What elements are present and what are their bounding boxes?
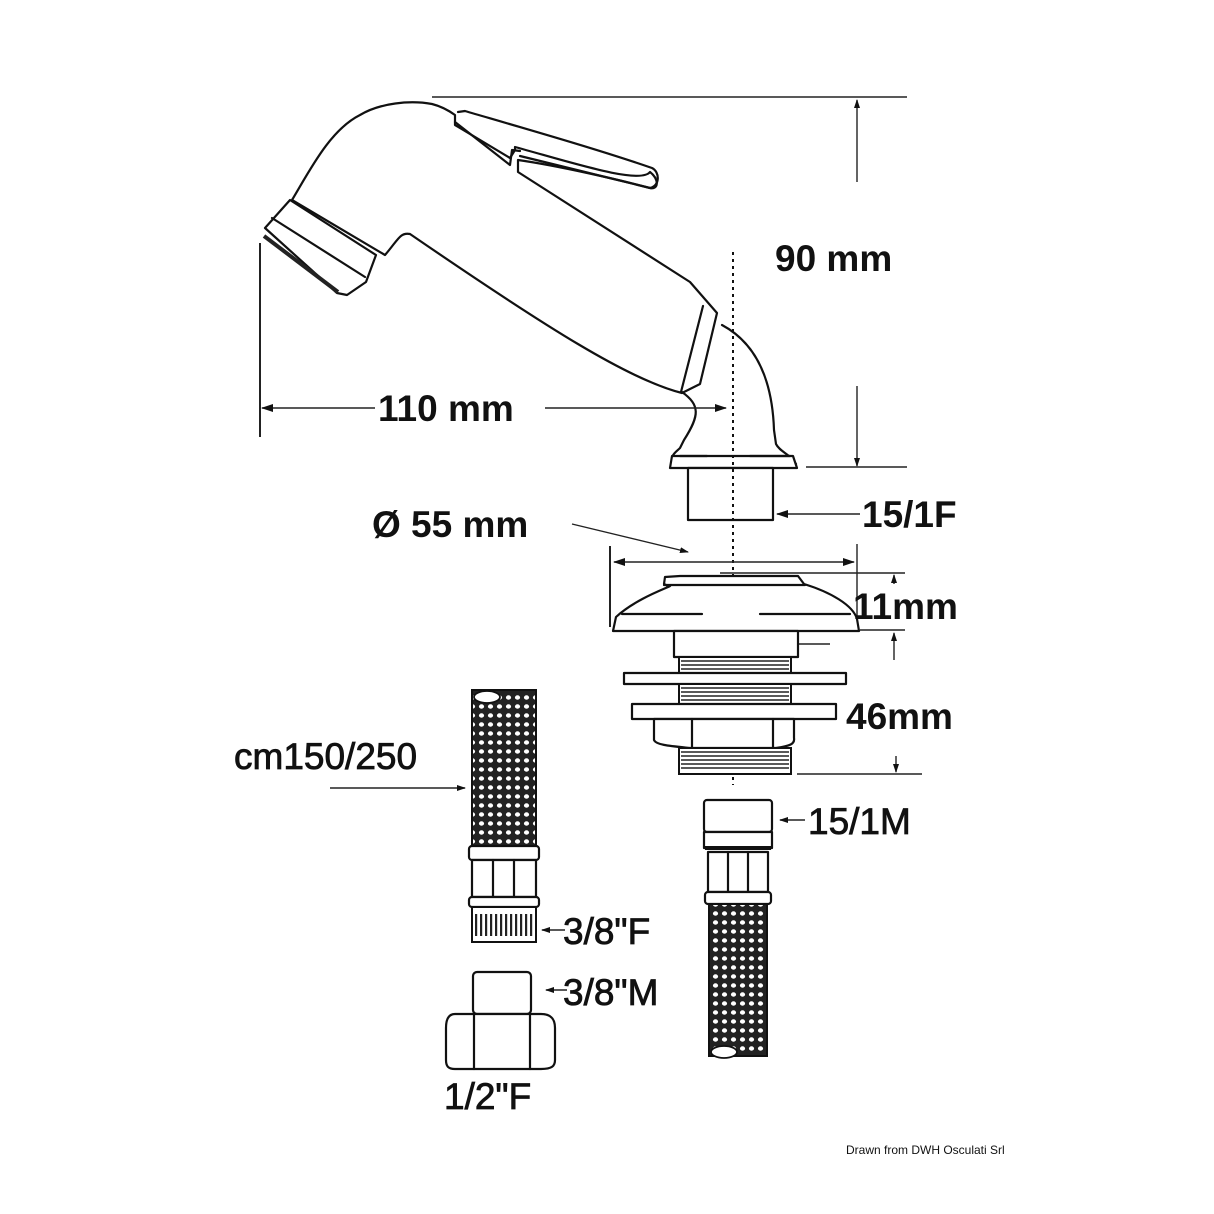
adapter-male-label: 3/8"M — [563, 972, 659, 1013]
flange-height-label: 11mm — [853, 586, 958, 627]
height-dimension-label: 90 mm — [775, 238, 893, 279]
thread-length-label: 46mm — [846, 696, 953, 737]
dimension-lines — [259, 96, 922, 775]
adapter-female-label: 1/2"F — [444, 1076, 532, 1117]
hose-length-label: cm150/250 — [234, 736, 418, 777]
hose-end-female-label: 3/8"F — [563, 911, 651, 952]
left-hose — [330, 689, 565, 943]
adapter-fitting — [444, 970, 567, 1071]
length-dimension-label: 110 mm — [378, 388, 514, 429]
deck-fitting — [611, 574, 861, 775]
shower-handset — [262, 101, 799, 522]
credit-text: Drawn from DWH Osculati Srl — [846, 1143, 1005, 1157]
diameter-dimension-label: Ø 55 mm — [372, 504, 529, 545]
right-hose — [702, 798, 805, 1059]
fitting-outlet-label: 15/1M — [808, 801, 912, 842]
handset-outlet-label: 15/1F — [862, 494, 957, 535]
